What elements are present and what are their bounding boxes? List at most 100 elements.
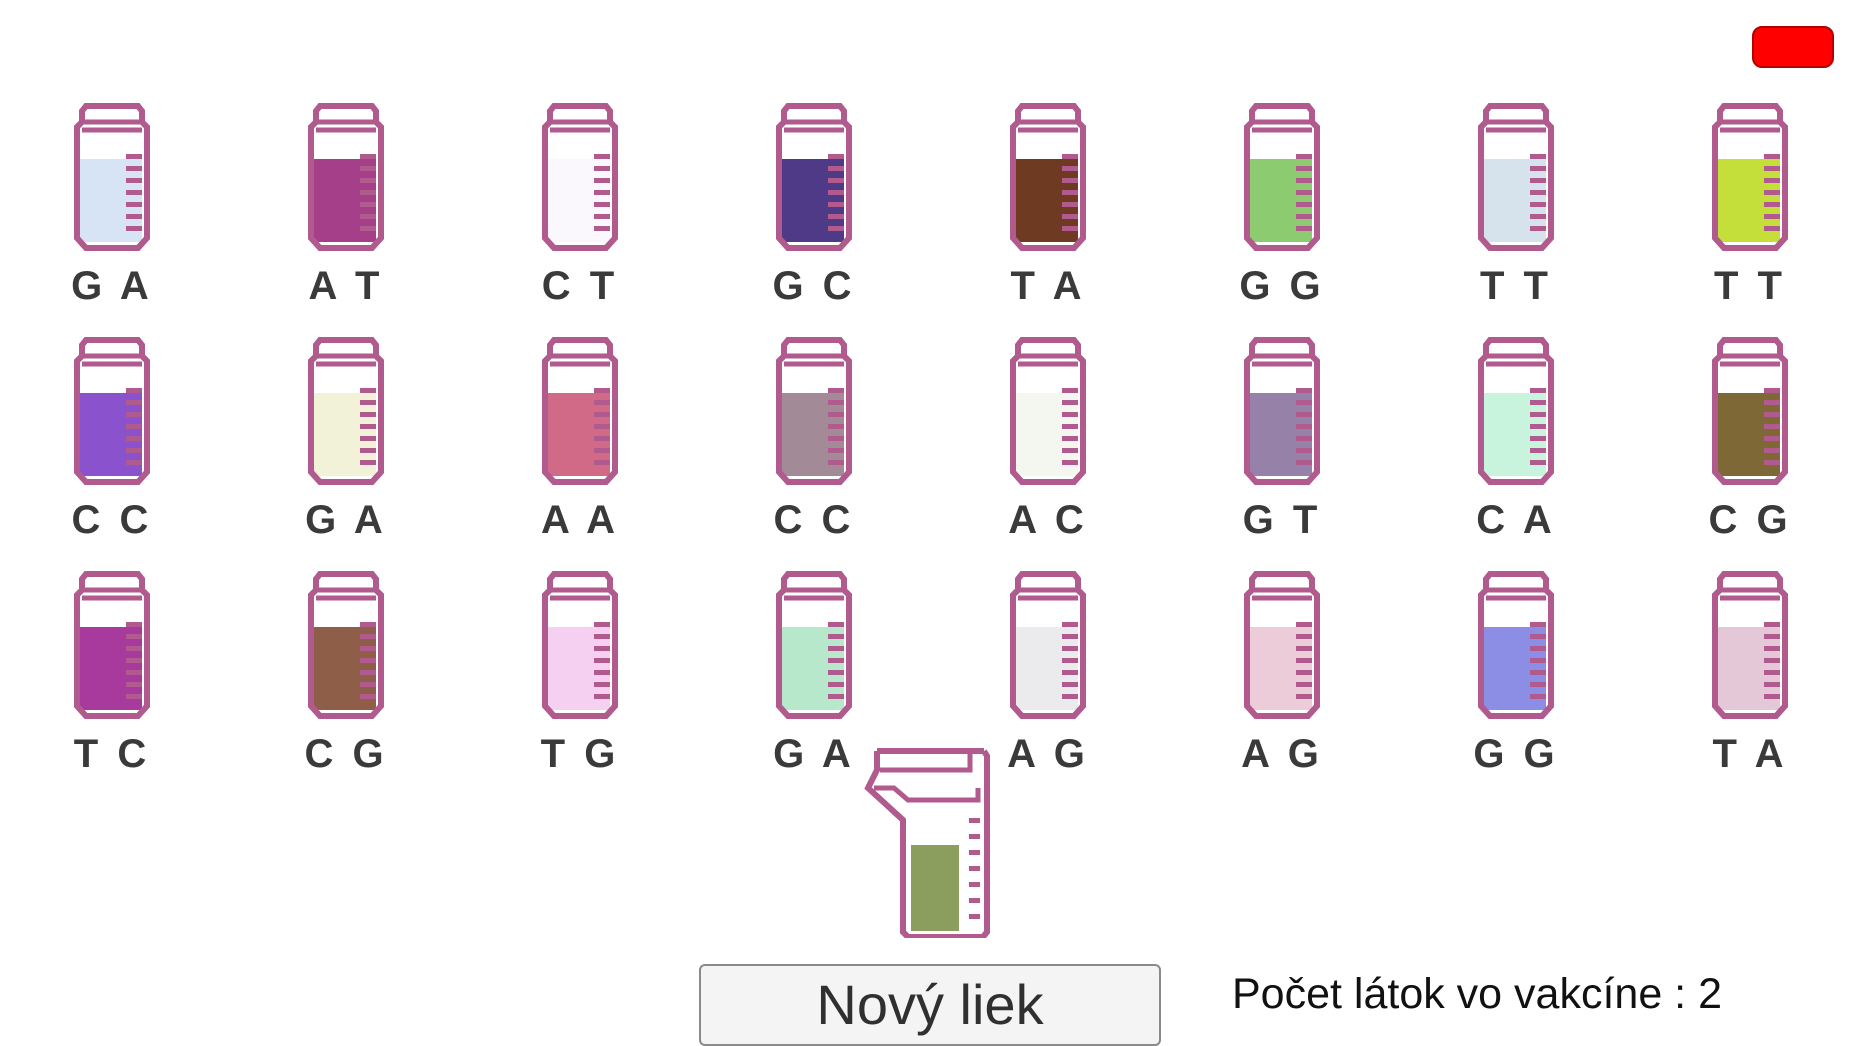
mixing-beaker [860,748,1000,940]
tube-outline [542,337,618,485]
test-tube[interactable] [1476,570,1556,720]
tube-rim [1252,353,1312,367]
tube-outline [1478,103,1554,251]
test-tube-icon [1244,571,1320,719]
tube-rim [316,587,376,601]
test-tube[interactable] [774,336,854,486]
test-tube[interactable] [1008,570,1088,720]
tube-measure-marks [594,154,610,231]
tube-label: G A [773,732,855,776]
tube-outline [1712,571,1788,719]
test-tube[interactable] [774,570,854,720]
test-tube[interactable] [72,336,152,486]
tube-label: C G [1708,498,1792,542]
vaccine-substance-count: Počet látok vo vakcíne : 2 [1232,970,1722,1018]
test-tube-icon [74,571,150,719]
tube-measure-marks [360,388,376,465]
tube-rim [316,353,376,367]
tube-outline [1712,103,1788,251]
test-tube[interactable] [72,570,152,720]
tube-rim [1252,119,1312,133]
test-tube[interactable] [1242,570,1322,720]
test-tube[interactable] [1710,570,1790,720]
tube-rim [82,119,142,133]
tube-measure-marks [1296,154,1312,231]
tube-measure-marks [360,622,376,699]
test-tube-icon [308,103,384,251]
tube-outline [74,337,150,485]
tube-measure-marks [1062,388,1078,465]
tube-outline [776,337,852,485]
test-tube-icon [74,103,150,251]
close-button[interactable] [1752,26,1834,68]
test-tube[interactable] [774,102,854,252]
tube-measure-marks [1764,622,1780,699]
tube-label: T G [540,732,620,776]
tube-measure-marks [594,388,610,465]
tube-outline [74,103,150,251]
test-tube[interactable] [540,570,620,720]
test-tube[interactable] [1242,336,1322,486]
test-tube[interactable] [306,570,386,720]
tube-rim [1720,587,1780,601]
beaker-icon [864,748,990,940]
tube-measure-marks [1062,154,1078,231]
test-tube[interactable] [1242,102,1322,252]
tube-label: T T [1480,264,1552,308]
test-tube-icon [542,337,618,485]
tube-outline [1244,103,1320,251]
tube-outline [308,571,384,719]
new-drug-button[interactable]: Nový liek [699,964,1161,1046]
tube-rim [1018,353,1078,367]
tube-outline [308,337,384,485]
tube-label: T A [1010,264,1086,308]
tube-outline [1010,103,1086,251]
tube-label: C C [71,498,153,542]
tube-label: G G [1239,264,1325,308]
test-tube-icon [308,571,384,719]
test-tube-icon [1712,571,1788,719]
test-tube[interactable] [540,102,620,252]
tube-rim [1720,119,1780,133]
tube-outline [542,571,618,719]
tube-rim [82,353,142,367]
tube-label: A T [308,264,384,308]
test-tube-icon [1478,571,1554,719]
test-tube[interactable] [1008,336,1088,486]
test-tube-icon [776,571,852,719]
tube-outline [1244,571,1320,719]
tube-rim [1486,353,1546,367]
tube-label: G T [1242,498,1322,542]
test-tube[interactable] [72,102,152,252]
tube-measure-marks [1530,154,1546,231]
tube-outline [1712,337,1788,485]
test-tube[interactable] [306,336,386,486]
tube-outline [1010,337,1086,485]
test-tube-icon [1712,337,1788,485]
test-tube[interactable] [306,102,386,252]
tube-measure-marks [360,154,376,231]
test-tube-icon [542,571,618,719]
tube-label: A G [1007,732,1089,776]
tube-label: T C [73,732,151,776]
test-tube[interactable] [1008,102,1088,252]
tube-rim [1486,119,1546,133]
tube-measure-marks [828,622,844,699]
test-tube-icon [74,337,150,485]
test-tube[interactable] [540,336,620,486]
test-tube-icon [308,337,384,485]
tube-label: A C [1008,498,1088,542]
tube-rim [1486,587,1546,601]
test-tube[interactable] [1476,336,1556,486]
test-tube-icon [1244,337,1320,485]
tube-label: T T [1714,264,1786,308]
test-tube[interactable] [1476,102,1556,252]
beaker-measure-marks [969,818,980,919]
tube-label: C A [1476,498,1556,542]
tube-outline [776,571,852,719]
tube-outline [1244,337,1320,485]
test-tube[interactable] [1710,336,1790,486]
test-tube[interactable] [1710,102,1790,252]
tube-measure-marks [828,388,844,465]
tube-rim [550,587,610,601]
